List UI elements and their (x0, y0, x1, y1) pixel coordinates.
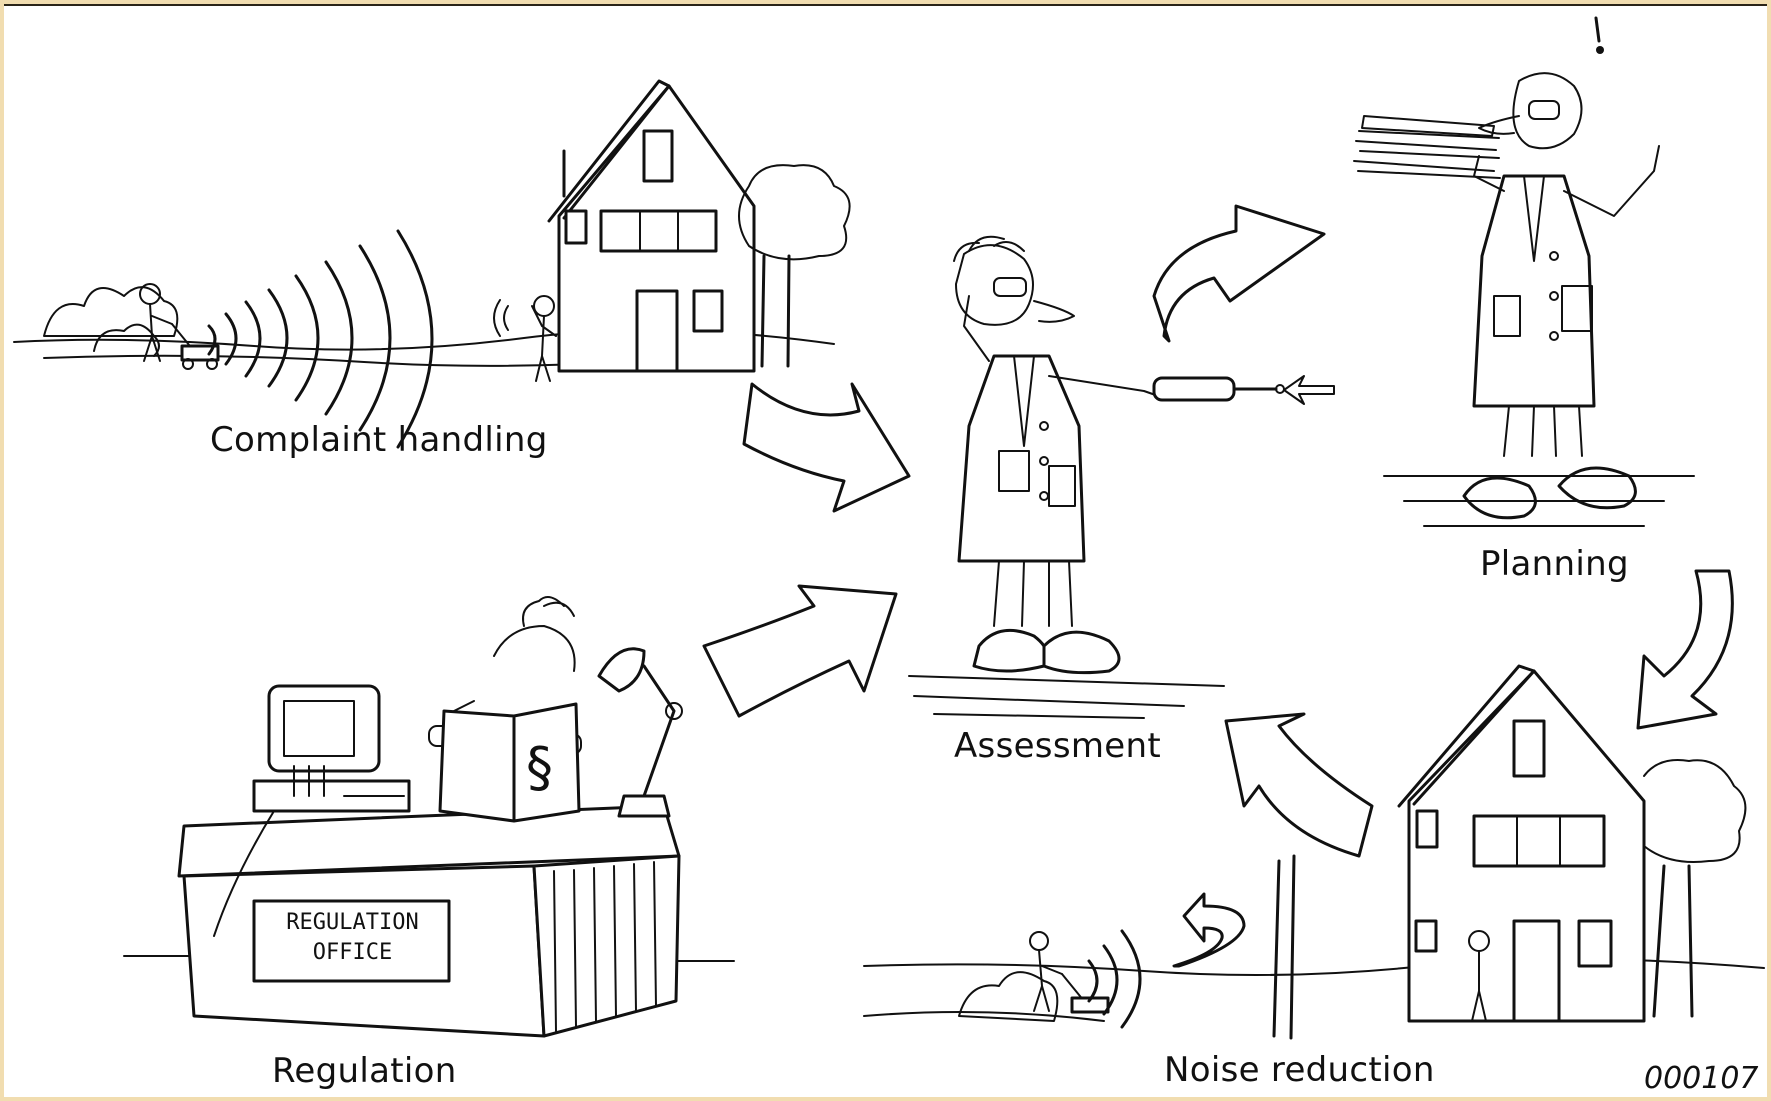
lawn-mower-man-2 (1029, 931, 1110, 1014)
noise-barrier (1272, 854, 1296, 1040)
noise-reduction-scene (863, 664, 1765, 1040)
lawn-mower-man (139, 283, 220, 370)
sign-text: REGULATION OFFICE (260, 908, 445, 968)
desk-lamp (597, 647, 683, 818)
complaint-handling-label: Complaint handling (210, 420, 548, 460)
sound-waves (207, 229, 434, 449)
law-book (438, 702, 581, 823)
sign-line-2: OFFICE (312, 940, 393, 965)
regulation-office-sign (252, 899, 451, 983)
complaint-scene (13, 79, 851, 449)
house-noise-reduction (1397, 664, 1747, 1023)
arrow-planning-to-house (1636, 569, 1734, 730)
arrow-noise-to-assessment (1224, 712, 1374, 858)
cycle-diagram: Complaint handling Assessment Planning R… (4, 4, 1767, 1097)
arrow-complaint-to-assessment (742, 382, 911, 513)
complaining-woman (493, 295, 557, 382)
regulation-label: Regulation (272, 1051, 457, 1091)
arrow-regulation-to-assessment (702, 584, 898, 718)
noise-reduction-label: Noise reduction (1164, 1050, 1435, 1090)
figure-code: 000107 (1644, 1061, 1759, 1096)
assessment-label: Assessment (954, 726, 1161, 766)
resident (1468, 930, 1490, 1022)
house-complaint (547, 79, 851, 373)
regulation-scene (123, 596, 735, 1038)
assessment-scientist (908, 235, 1285, 719)
sign-line-1: REGULATION (286, 910, 419, 935)
section-symbol: § (526, 736, 553, 799)
arrow-assessment-to-planning (1152, 204, 1326, 343)
paper-stack (1353, 115, 1501, 179)
planning-scientist (1353, 16, 1695, 527)
planning-label: Planning (1480, 544, 1629, 584)
